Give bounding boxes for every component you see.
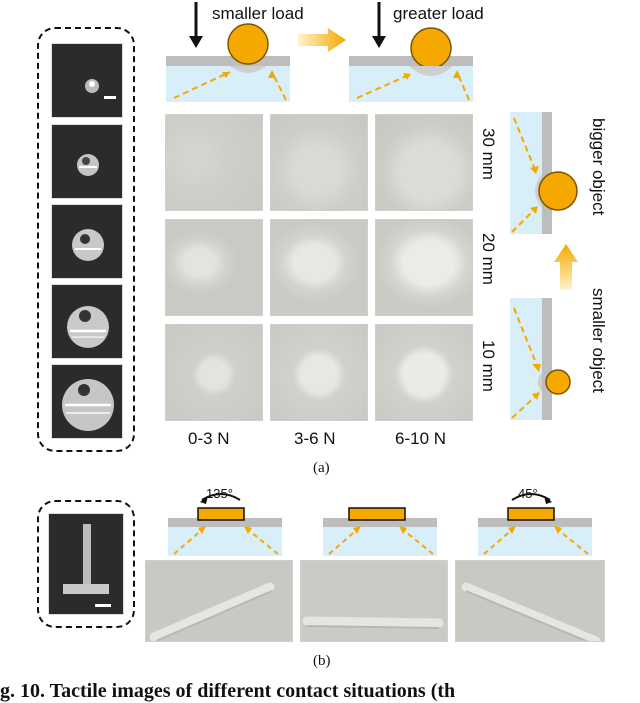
column-label-6-10N: 6-10 N — [395, 429, 447, 448]
greater-load-label: greater load — [393, 4, 484, 23]
smaller-object-diagram — [502, 294, 592, 424]
tactile-10mm-0-3N — [165, 324, 263, 421]
tactile-tbar-135 — [145, 560, 293, 642]
load-diagram-great — [343, 0, 483, 110]
row-label-30mm: 30 mm — [479, 128, 498, 180]
transition-arrow-right — [298, 28, 348, 52]
sphere-sample-4 — [51, 284, 123, 359]
transition-arrow-up — [554, 244, 578, 290]
t-object-photo — [48, 513, 124, 615]
orientation-diagram-135 — [160, 490, 290, 558]
t-object-frame — [37, 500, 135, 628]
row-label-10mm: 10 mm — [479, 340, 498, 392]
tactile-20mm-6-10N — [375, 219, 473, 316]
load-diagram-small — [160, 0, 300, 110]
tactile-30mm-0-3N — [165, 114, 263, 211]
panel-b-caption: (b) — [313, 653, 331, 669]
orientation-diagram-0 — [315, 490, 445, 558]
tactile-30mm-6-10N — [375, 114, 473, 211]
column-label-0-3N: 0-3 N — [188, 429, 230, 448]
sphere-samples-frame — [37, 27, 135, 452]
tactile-30mm-3-6N — [270, 114, 368, 211]
tactile-10mm-3-6N — [270, 324, 368, 421]
figure-caption: g. 10. Tactile images of different conta… — [0, 680, 640, 703]
tactile-tbar-45 — [455, 560, 605, 642]
orientation-diagram-45 — [470, 490, 600, 558]
tactile-tbar-0 — [300, 560, 448, 642]
angle-label-45: 45° — [518, 486, 538, 501]
figure-caption-text: g. 10. Tactile images of different conta… — [0, 680, 456, 702]
column-label-3-6N: 3-6 N — [294, 429, 336, 448]
tactile-10mm-6-10N — [375, 324, 473, 421]
tactile-20mm-3-6N — [270, 219, 368, 316]
sphere-sample-2 — [51, 124, 123, 199]
sphere-sample-5 — [51, 364, 123, 439]
bigger-object-label: bigger object — [589, 118, 608, 216]
row-label-20mm: 20 mm — [479, 233, 498, 285]
tactile-20mm-0-3N — [165, 219, 263, 316]
angle-label-135: 135° — [206, 486, 233, 501]
smaller-load-label: smaller load — [212, 4, 304, 23]
sphere-sample-1 — [51, 43, 123, 118]
sphere-sample-3 — [51, 204, 123, 279]
bigger-object-diagram — [502, 108, 592, 238]
smaller-object-label: smaller object — [589, 288, 608, 393]
panel-a-caption: (a) — [313, 460, 330, 476]
